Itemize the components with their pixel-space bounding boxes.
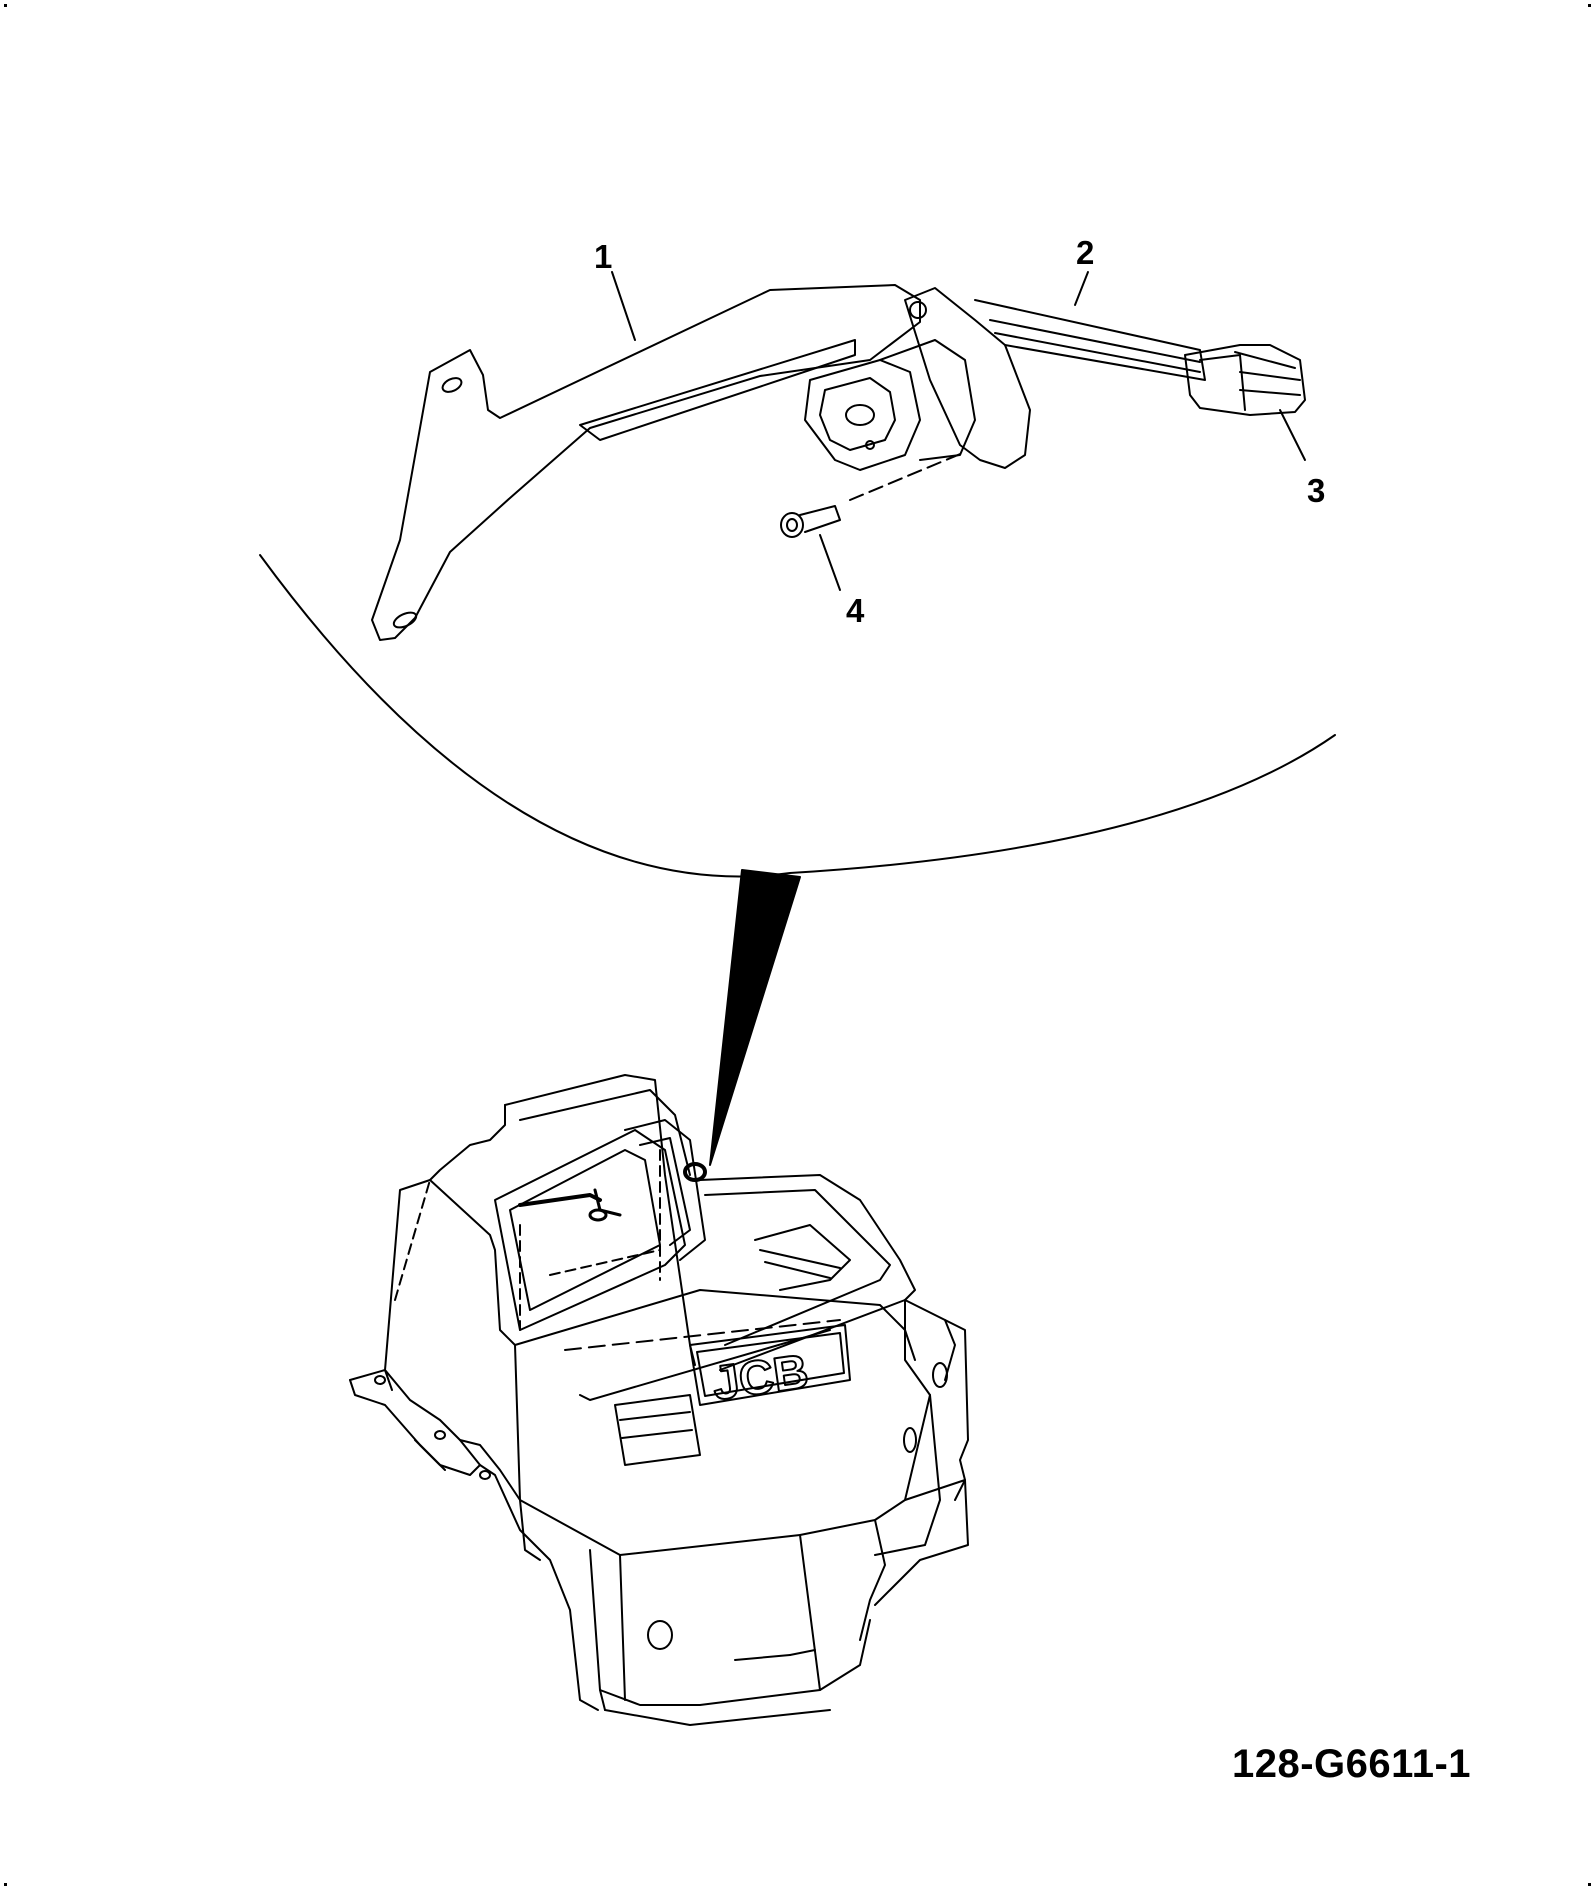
corner-mark-top-left — [4, 4, 7, 7]
drawing-number: 128-G6611-1 — [1232, 1742, 1472, 1786]
callout-1: 1 — [594, 238, 612, 275]
detail-pointer — [709, 869, 801, 1166]
pedal-pad-part — [1184, 344, 1306, 416]
pedal-arm-part — [974, 299, 1206, 381]
bolt-part — [780, 451, 966, 538]
callout-2: 2 — [1076, 234, 1094, 271]
leader-line-3 — [1279, 409, 1306, 461]
corner-mark-bottom-left — [4, 1883, 7, 1886]
detail-circle-arc — [259, 554, 1336, 878]
pedal-bracket-part — [371, 284, 921, 641]
console-assembly: JCB — [349, 1074, 969, 1726]
pedal-housing — [804, 287, 1031, 471]
callout-4: 4 — [846, 592, 865, 629]
jcb-logo-text: JCB — [709, 1345, 811, 1411]
corner-mark-top-right — [1588, 4, 1591, 7]
leader-line-1 — [611, 271, 636, 341]
leader-line-4 — [819, 534, 841, 591]
callout-3: 3 — [1307, 472, 1325, 509]
corner-mark-bottom-right — [1588, 1883, 1591, 1886]
leader-line-2 — [1074, 271, 1089, 306]
